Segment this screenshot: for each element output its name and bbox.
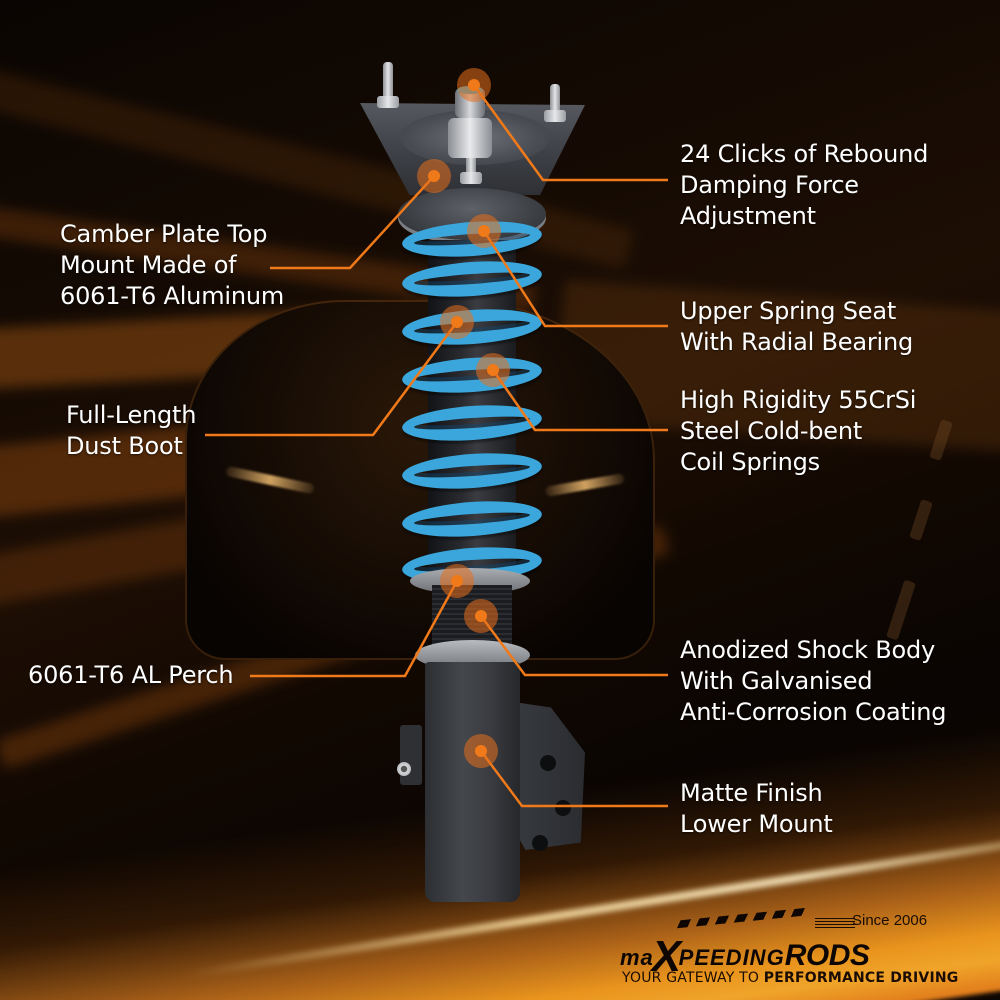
callout-shock-body: Anodized Shock Body With Galvanised Anti… bbox=[680, 635, 946, 728]
bracket-nut bbox=[397, 762, 411, 776]
callout-rebound: 24 Clicks of Rebound Damping Force Adjus… bbox=[680, 139, 928, 232]
logo-wordmark: maXPEEDINGRODS bbox=[620, 926, 870, 981]
stud-nut bbox=[544, 110, 566, 122]
spring-coil bbox=[400, 257, 544, 301]
mount-hole bbox=[555, 800, 571, 816]
mounting-stud bbox=[466, 145, 476, 177]
callout-line: Anodized Shock Body bbox=[680, 636, 936, 664]
callout-line: Adjustment bbox=[680, 202, 816, 230]
spring-coil bbox=[400, 353, 544, 397]
logo-prefix: ma bbox=[620, 945, 654, 970]
callout-line: Dust Boot bbox=[66, 432, 183, 460]
callout-line: Anti-Corrosion Coating bbox=[680, 698, 947, 726]
hotspot-marker-camber-plate bbox=[417, 159, 451, 193]
logo-x: X bbox=[651, 932, 681, 981]
callout-upper-seat: Upper Spring Seat With Radial Bearing bbox=[680, 296, 913, 358]
callout-line: Steel Cold-bent bbox=[680, 417, 863, 445]
spring-coil bbox=[400, 497, 544, 541]
callout-dust-boot: Full-Length Dust Boot bbox=[66, 400, 196, 462]
speed-lines-icon bbox=[815, 918, 855, 930]
hotspot-marker-shock-body bbox=[464, 599, 498, 633]
brake-line-bracket bbox=[400, 725, 422, 785]
callout-line: Camber Plate Top bbox=[60, 220, 268, 248]
mount-hole bbox=[540, 755, 556, 771]
callout-line: Lower Mount bbox=[680, 810, 833, 838]
tagline-light: YOUR GATEWAY TO bbox=[622, 970, 764, 986]
callout-line: 24 Clicks of Rebound bbox=[680, 140, 929, 168]
callout-line: 6061-T6 AL Perch bbox=[28, 661, 234, 689]
spring-coil bbox=[400, 449, 544, 493]
logo-suffix: RODS bbox=[784, 939, 870, 972]
hotspot-marker-lower-mount bbox=[464, 734, 498, 768]
hotspot-marker-coil-springs bbox=[476, 353, 510, 387]
hotspot-marker-perch bbox=[440, 564, 474, 598]
callout-line: With Galvanised bbox=[680, 667, 873, 695]
stud-nut bbox=[377, 96, 399, 108]
tagline-bold: PERFORMANCE DRIVING bbox=[763, 970, 959, 986]
mounting-stud bbox=[383, 62, 393, 100]
mount-hole bbox=[532, 835, 548, 851]
callout-perch: 6061-T6 AL Perch bbox=[28, 660, 234, 691]
callout-lower-mount: Matte Finish Lower Mount bbox=[680, 778, 833, 840]
callout-line: Matte Finish bbox=[680, 779, 823, 807]
hotspot-marker-upper-seat bbox=[467, 214, 501, 248]
callout-camber-plate: Camber Plate Top Mount Made of 6061-T6 A… bbox=[60, 219, 284, 312]
callout-line: Full-Length bbox=[66, 401, 197, 429]
callout-line: Upper Spring Seat bbox=[680, 297, 897, 325]
callout-line: 6061-T6 Aluminum bbox=[60, 282, 285, 310]
callout-line: Damping Force bbox=[680, 171, 859, 199]
logo-since-year: Since 2006 bbox=[852, 912, 928, 929]
callout-coil-springs: High Rigidity 55CrSi Steel Cold-bent Coi… bbox=[680, 385, 916, 478]
callout-line: High Rigidity 55CrSi bbox=[680, 386, 917, 414]
shaft-top bbox=[448, 118, 492, 158]
stud-nut bbox=[460, 172, 482, 184]
callout-line: With Radial Bearing bbox=[680, 328, 914, 356]
hotspot-marker-dust-boot bbox=[440, 305, 474, 339]
brand-logo: Since 2006 maXPEEDINGRODS YOUR GATEWAY T… bbox=[620, 907, 960, 992]
hotspot-marker-rebound bbox=[457, 68, 491, 102]
callout-line: Coil Springs bbox=[680, 448, 820, 476]
lower-shock-body bbox=[425, 662, 520, 902]
callout-line: Mount Made of bbox=[60, 251, 237, 279]
spring-coil bbox=[400, 401, 544, 445]
logo-middle: PEEDING bbox=[678, 945, 785, 970]
logo-tagline: YOUR GATEWAY TO PERFORMANCE DRIVING bbox=[622, 970, 958, 986]
